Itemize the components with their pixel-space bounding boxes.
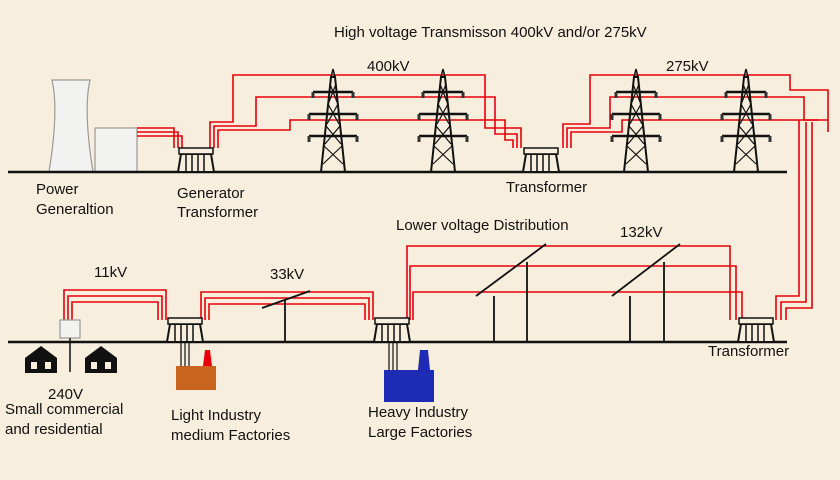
- label-power-gen-1: Power: [36, 181, 79, 198]
- label-small-1: Small commercial: [5, 401, 123, 418]
- label-heavy-2: Large Factories: [368, 424, 472, 441]
- house-left-icon: [25, 346, 57, 373]
- label-33kv: 33kV: [270, 266, 304, 283]
- local-transformer-icon: [59, 319, 81, 372]
- power-lines: [63, 74, 829, 320]
- distribution-poles: [261, 243, 681, 342]
- label-power-gen-2: Generaltion: [36, 201, 114, 218]
- transformer-33kv-icon: [166, 317, 204, 343]
- label-light-2: medium Factories: [171, 427, 290, 444]
- label-light-1: Light Industry: [171, 407, 262, 424]
- label-transformer-right: Transformer: [708, 343, 789, 360]
- transformer-132kv-icon: [373, 317, 411, 343]
- heavy-factory-icon: [384, 342, 434, 402]
- generator-transformer-icon: [177, 147, 215, 173]
- label-400kv: 400kV: [367, 58, 410, 75]
- transformer-top-icon: [522, 147, 560, 173]
- label-gen-transformer-1: Generator: [177, 185, 245, 202]
- label-small-2: and residential: [5, 421, 103, 438]
- light-factory-icon: [176, 342, 216, 390]
- power-station-icon: [48, 79, 138, 173]
- label-240v: 240V: [48, 386, 83, 403]
- label-heavy-1: Heavy Industry: [368, 404, 469, 421]
- label-132kv: 132kV: [620, 224, 663, 241]
- diagram-title: High voltage Transmisson 400kV and/or 27…: [334, 24, 647, 41]
- house-right-icon: [85, 346, 117, 373]
- label-lower-distribution: Lower voltage Distribution: [396, 217, 569, 234]
- label-11kv: 11kV: [94, 264, 127, 281]
- label-gen-transformer-2: Transformer: [177, 204, 258, 221]
- transformer-right-icon: [737, 317, 775, 343]
- label-275kv: 275kV: [666, 58, 709, 75]
- label-transformer-top: Transformer: [506, 179, 587, 196]
